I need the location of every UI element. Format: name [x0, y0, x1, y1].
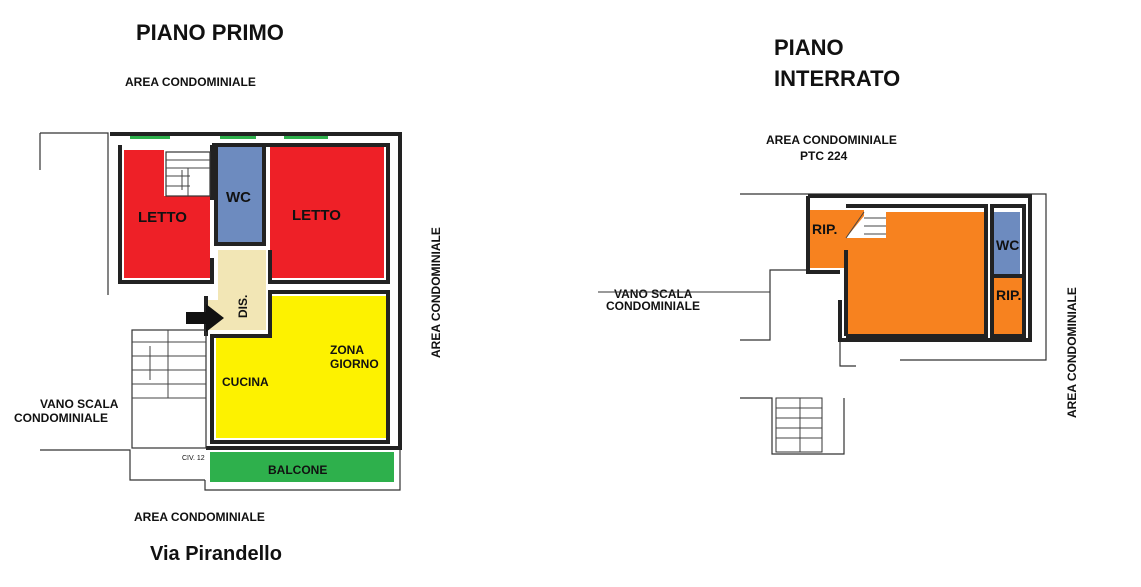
label-giorno: GIORNO [330, 357, 379, 371]
plan-piano-interrato: PIANO INTERRATO AREA CONDOMINIALE PTC 22… [598, 35, 1079, 455]
label-vano-scala-r: VANO SCALA [614, 287, 693, 301]
room-balcone [210, 452, 394, 482]
label-area-top-1: AREA CONDOMINIALE [766, 133, 897, 147]
room-letto-2 [270, 146, 384, 278]
label-zona: ZONA [330, 343, 364, 357]
room-cucina-giorno [216, 296, 386, 438]
label-letto-2: LETTO [292, 207, 341, 224]
label-wc-interrato: WC [996, 237, 1019, 253]
label-area-top-2: PTC 224 [800, 149, 848, 163]
stair-interrato-top [845, 211, 886, 239]
title-piano-primo: PIANO PRIMO [136, 20, 284, 45]
label-condominiale-r: CONDOMINIALE [606, 299, 700, 313]
label-condominiale: CONDOMINIALE [14, 411, 108, 425]
room-dis [208, 250, 266, 330]
label-cucina: CUCINA [222, 375, 269, 389]
stair-inner [164, 150, 210, 196]
title-interrato: INTERRATO [774, 66, 900, 91]
room-rip-1 [810, 210, 864, 268]
label-area-top: AREA CONDOMINIALE [125, 75, 256, 89]
label-wc: WC [226, 189, 251, 206]
room-rip-2 [994, 276, 1022, 334]
label-dis: DIS. [236, 295, 250, 318]
label-vano-scala: VANO SCALA [40, 397, 119, 411]
stair-condominiale-left [131, 329, 207, 449]
stair-condominiale-right [775, 397, 823, 453]
label-letto-1: LETTO [138, 209, 187, 226]
stair-letto [165, 151, 211, 197]
label-rip-1: RIP. [812, 221, 837, 237]
label-balcone: BALCONE [268, 463, 327, 477]
title-piano: PIANO [774, 35, 844, 60]
plan-piano-primo: PIANO PRIMO AREA CONDOMINIALE [14, 20, 443, 565]
room-wc-interrato [994, 212, 1020, 274]
label-civico: CIV. 12 [182, 455, 205, 462]
label-area-right: AREA CONDOMINIALE [429, 227, 443, 358]
label-area-bottom: AREA CONDOMINIALE [134, 510, 265, 524]
label-area-right-r: AREA CONDOMINIALE [1065, 287, 1079, 418]
room-wc [218, 146, 262, 242]
label-street: Via Pirandello [150, 543, 282, 565]
label-rip-2: RIP. [996, 287, 1021, 303]
entrance-arrow-icon [186, 304, 224, 332]
